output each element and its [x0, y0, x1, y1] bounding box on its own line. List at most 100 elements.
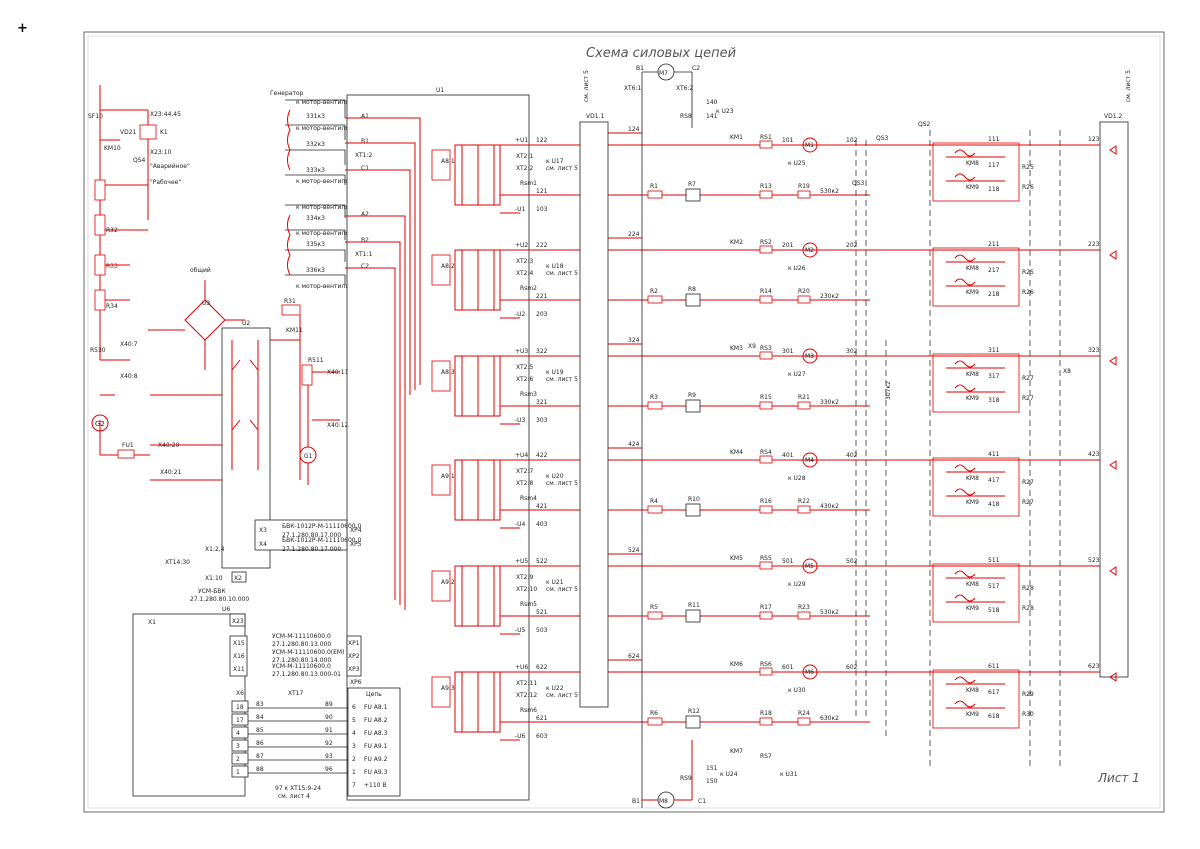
dc-bus — [500, 355, 870, 425]
rr3-resistor — [797, 505, 811, 514]
mid-wire: 517 — [988, 583, 1000, 590]
xp6-pin: 4 — [352, 730, 356, 737]
motor-icon — [802, 348, 818, 364]
x3-label: X3 — [259, 527, 267, 534]
resistor-label: R5 — [650, 604, 658, 611]
motor-wire-out: 302 — [846, 348, 858, 355]
u24-label: к U24 — [720, 771, 738, 778]
u31-label: к U31 — [780, 771, 798, 778]
r-label-2: R26 — [1022, 184, 1034, 191]
phase-a1: A1 — [361, 113, 369, 120]
km-label: KM1 — [730, 134, 743, 141]
x6-pin-cell — [231, 726, 249, 739]
rectifier-frame — [431, 149, 451, 181]
contactor-frame — [932, 353, 1020, 413]
x9-label: X9 — [748, 343, 756, 350]
rs-resistor — [759, 140, 773, 149]
rectifier-frame — [431, 360, 451, 392]
x4021-label: X40:21 — [160, 469, 182, 476]
km10-label: KM10 — [104, 145, 121, 152]
generator-title: Генератор — [270, 90, 304, 97]
rectifier-label: A8.3 — [441, 369, 455, 376]
circuit-name: FU A8.1 — [364, 704, 388, 711]
gen-wire-2: 332к3 — [306, 141, 325, 148]
resistor — [647, 295, 663, 304]
r-label-1: R28 — [1022, 585, 1034, 592]
usm-row-3: УСМ-М-11110600,0 — [272, 663, 331, 670]
resistor-block — [685, 609, 701, 623]
u-ref-2: к U30 — [788, 687, 806, 694]
rr2-label: R15 — [760, 394, 772, 401]
sf10-label: SF10 — [88, 113, 103, 120]
vd21-label: VD21 — [120, 129, 137, 136]
rectifier-label: A8.1 — [441, 158, 455, 165]
rr3-resistor — [797, 190, 811, 199]
minus-terminal: -U1 — [515, 206, 526, 213]
ucm-code: 27.1.280.80.10.000 — [190, 596, 249, 603]
rectifier-label: A8.2 — [441, 263, 455, 270]
u1-label: U1 — [436, 87, 444, 94]
contactor-frame — [932, 247, 1020, 307]
x6-pin: 1 — [236, 769, 240, 776]
x23-bottom-label: X23:10 — [150, 149, 172, 156]
rs-label: RS1 — [760, 134, 772, 141]
diode-columns: VD1.1 VD1.2 см. лист 5 см. лист 5 — [579, 70, 1132, 708]
rr3-label: R23 — [798, 604, 810, 611]
rr3-label: R21 — [798, 394, 810, 401]
wire-a: 83 — [256, 701, 264, 708]
phase-xt11: XT1:1 — [355, 251, 373, 258]
wire-a: 84 — [256, 714, 264, 721]
u-ref: к U19 — [546, 369, 564, 376]
shunt-label: Rsm5 — [520, 601, 537, 608]
dc-bus — [500, 459, 870, 529]
shunt-label: Rsm2 — [520, 285, 537, 292]
rectifier-frame — [431, 254, 451, 286]
u3-label: U3 — [202, 300, 210, 307]
note-97: 97 к XT15:9-24 — [275, 785, 321, 792]
usm-code-3: 27.1.280.80.13.000-01 — [272, 671, 341, 678]
usm-row-1: УСМ-М-11110600,0 — [272, 633, 331, 640]
bot-wire: 418 — [988, 501, 1000, 508]
xp6-pin: 5 — [352, 717, 356, 724]
shunt-label: Rsm1 — [520, 180, 537, 187]
rr3-label: R24 — [798, 710, 810, 717]
km11-label: KM11 — [286, 327, 303, 334]
rr2-resistor — [759, 717, 773, 726]
motor-label: M3 — [805, 353, 814, 360]
circuit-name: +110 В — [364, 782, 387, 789]
wire-num-2: 421 — [536, 503, 548, 510]
u-ref-2: к U27 — [788, 371, 806, 378]
rr3-label: R19 — [798, 183, 810, 190]
see-sheet5-right: см. лист 5 — [1125, 70, 1132, 102]
rr2-resistor — [759, 505, 773, 514]
motor-wire-in: 401 — [782, 452, 794, 459]
m7-b1: B1 — [636, 65, 644, 72]
motor-label: M5 — [805, 563, 814, 570]
bvk2-label: БВК-1012Р-М-11110600,0 — [282, 537, 361, 544]
x408-label: X40:8 — [120, 373, 138, 380]
see-sheet5: см. лист 5 — [546, 586, 578, 593]
xt14-label: XT14:30 — [165, 559, 190, 566]
m7-wire-141: 141 — [706, 113, 718, 120]
load-label: 230к2 — [820, 293, 839, 300]
g1-label: G1 — [304, 453, 313, 460]
km9-label: KM9 — [966, 711, 979, 718]
rr2-label: R14 — [760, 288, 772, 295]
rr2-resistor — [759, 190, 773, 199]
vd12-diode — [1109, 566, 1117, 576]
circuit-name: FU A8.2 — [364, 717, 388, 724]
wire-num: 522 — [536, 558, 548, 565]
bot-wire: 218 — [988, 291, 1000, 298]
motor-m8-label: M8 — [659, 798, 668, 805]
km9-label: KM9 — [966, 184, 979, 191]
x15-label: X15 — [233, 640, 245, 647]
motor-wire-out: 402 — [846, 452, 858, 459]
r511-label: R511 — [308, 357, 324, 364]
diode-wire-num: 124 — [628, 126, 640, 133]
x6-label: X6 — [236, 690, 244, 697]
sheet-inner-frame — [87, 35, 1161, 809]
wire-b: 93 — [325, 753, 333, 760]
wire-num: 322 — [536, 348, 548, 355]
